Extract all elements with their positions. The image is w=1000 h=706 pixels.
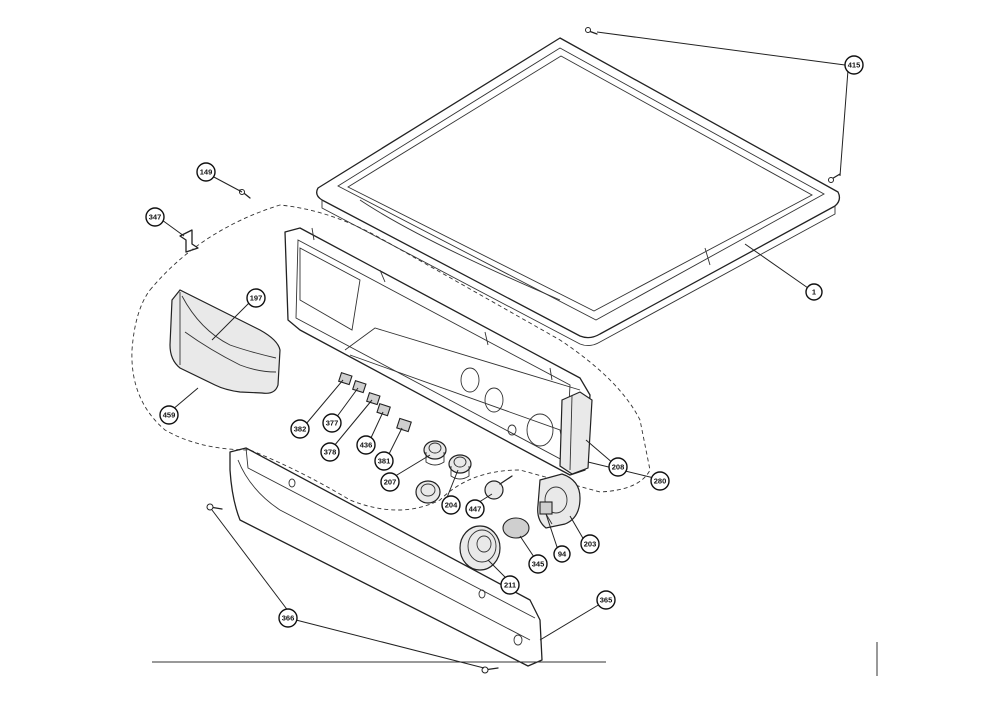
button-436: [376, 403, 391, 417]
screw-149: [239, 189, 251, 199]
knob-shaft-207: [423, 440, 447, 466]
callout-207: 207: [380, 472, 400, 492]
button-381: [396, 417, 412, 433]
callout-label-365: 365: [600, 596, 613, 605]
selector-housing-203: [537, 473, 581, 529]
side-trim-208: [559, 391, 593, 475]
knob-shaft-204: [448, 454, 472, 480]
control-panel-frame-280: [284, 227, 591, 476]
screw-366-left: [206, 503, 223, 511]
callout-label-211: 211: [504, 581, 516, 590]
callout-label-377: 377: [326, 419, 339, 428]
dispenser-drawer-197: [169, 289, 281, 394]
callout-208: 208: [608, 457, 628, 477]
callout-label-366: 366: [282, 614, 295, 623]
callout-415: 415: [844, 55, 864, 75]
callout-378: 378: [320, 442, 340, 462]
callout-377: 377: [322, 413, 342, 433]
callout-label-436: 436: [360, 441, 373, 450]
callout-197: 197: [246, 288, 266, 308]
bracket-347: [179, 229, 199, 253]
callout-label-447: 447: [469, 505, 482, 514]
callout-94: 94: [553, 545, 571, 563]
callout-149: 149: [196, 162, 216, 182]
callout-203: 203: [580, 534, 600, 554]
callout-label-378: 378: [324, 448, 337, 457]
callout-label-381: 381: [378, 457, 391, 466]
callout-label-382: 382: [294, 425, 307, 434]
callout-382: 382: [290, 419, 310, 439]
callout-211: 211: [500, 575, 520, 595]
callout-366: 366: [278, 608, 298, 628]
programme-knob-211: [459, 525, 501, 571]
callout-436: 436: [356, 435, 376, 455]
callout-280: 280: [650, 471, 670, 491]
callout-label-94: 94: [558, 550, 567, 559]
callout-347: 347: [145, 207, 165, 227]
screw-366-bottom: [481, 666, 499, 674]
screw-415-side: [828, 173, 841, 183]
callout-label-280: 280: [654, 477, 667, 486]
callout-label-207: 207: [384, 478, 397, 487]
knob-cap: [415, 480, 441, 504]
button-377: [352, 379, 367, 394]
knob-345: [502, 517, 530, 539]
callout-459: 459: [159, 405, 179, 425]
callout-label-347: 347: [149, 213, 162, 222]
front-fascia-365: [229, 447, 543, 667]
assembly-outline: [131, 204, 651, 511]
callout-204: 204: [441, 495, 461, 515]
callout-label-1: 1: [812, 288, 816, 297]
button-378: [366, 391, 381, 406]
callout-label-197: 197: [250, 294, 263, 303]
callout-label-149: 149: [200, 168, 213, 177]
knob-447: [484, 475, 513, 500]
screw-415-top: [585, 27, 598, 35]
callout-381: 381: [374, 451, 394, 471]
callout-447: 447: [465, 499, 485, 519]
callout-1: 1: [805, 283, 823, 301]
callout-345: 345: [528, 554, 548, 574]
worktop-part: [316, 37, 841, 347]
callout-label-459: 459: [163, 411, 176, 420]
callout-label-415: 415: [848, 61, 861, 70]
callout-label-203: 203: [584, 540, 597, 549]
callout-label-345: 345: [532, 560, 545, 569]
callout-365: 365: [596, 590, 616, 610]
leader-lines: [161, 31, 849, 669]
callout-label-204: 204: [445, 501, 458, 510]
callout-label-208: 208: [612, 463, 625, 472]
